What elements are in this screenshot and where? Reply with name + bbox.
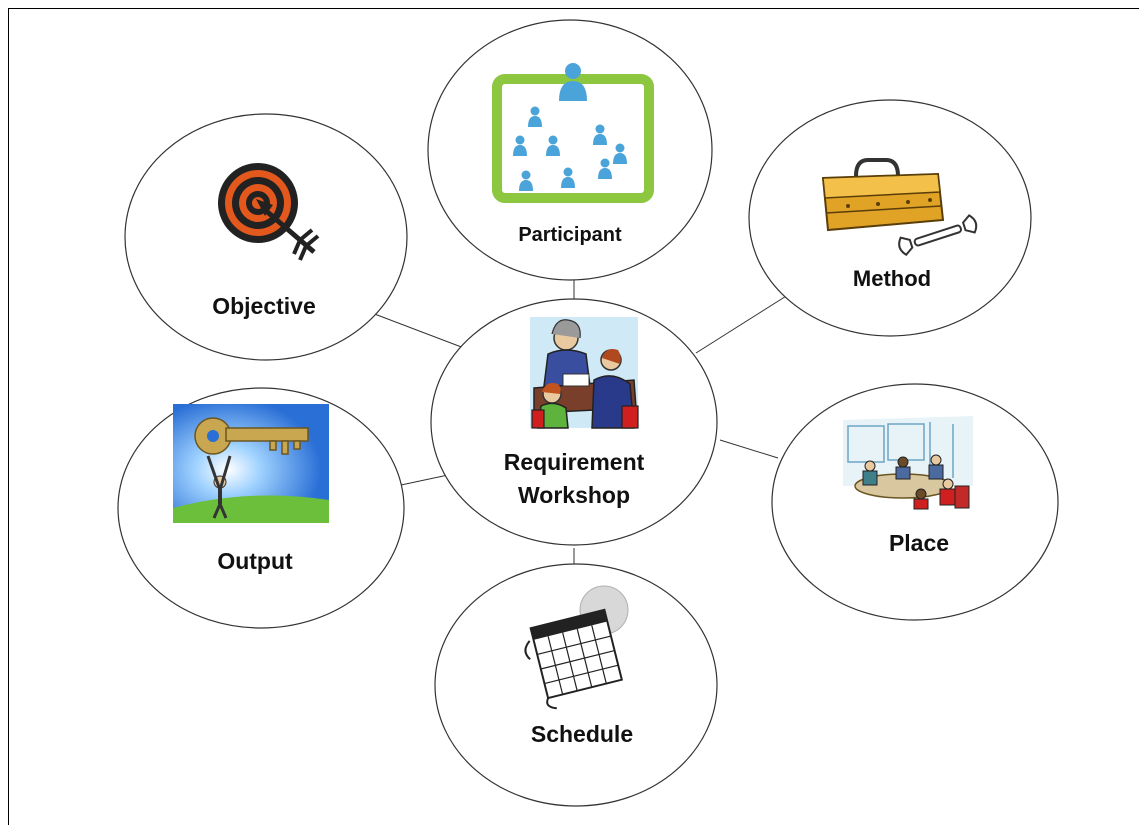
center-node: Requirement Workshop — [430, 298, 718, 546]
wrench-icon — [898, 214, 978, 257]
connector-objective — [371, 312, 465, 349]
method-label: Method — [853, 266, 931, 291]
place-node: Place — [771, 383, 1059, 621]
participants-board-icon — [492, 63, 654, 203]
requirement-workshop-diagram: Participant Method — [8, 8, 1139, 825]
objective-label: Objective — [212, 293, 316, 319]
participant-node: Participant — [427, 19, 713, 281]
schedule-label: Schedule — [531, 721, 633, 747]
connector-place — [719, 439, 779, 459]
calendar-icon — [524, 585, 629, 710]
toolbox-icon — [821, 158, 978, 257]
method-node: Method — [748, 99, 1032, 337]
connectors — [371, 278, 792, 564]
output-label: Output — [217, 548, 293, 574]
center-label-line1: Requirement — [504, 449, 645, 475]
schedule-node: Schedule — [434, 563, 718, 807]
conference-room-icon — [843, 416, 973, 510]
output-node: Output — [117, 387, 405, 629]
place-label: Place — [889, 530, 949, 556]
objective-node: Objective — [124, 113, 408, 361]
participant-label: Participant — [518, 224, 622, 246]
target-icon — [218, 163, 320, 261]
key-icon — [173, 404, 329, 523]
meeting-people-icon — [530, 317, 639, 429]
connector-method — [695, 292, 792, 354]
center-label-line2: Workshop — [518, 482, 630, 508]
connector-output — [400, 474, 449, 486]
